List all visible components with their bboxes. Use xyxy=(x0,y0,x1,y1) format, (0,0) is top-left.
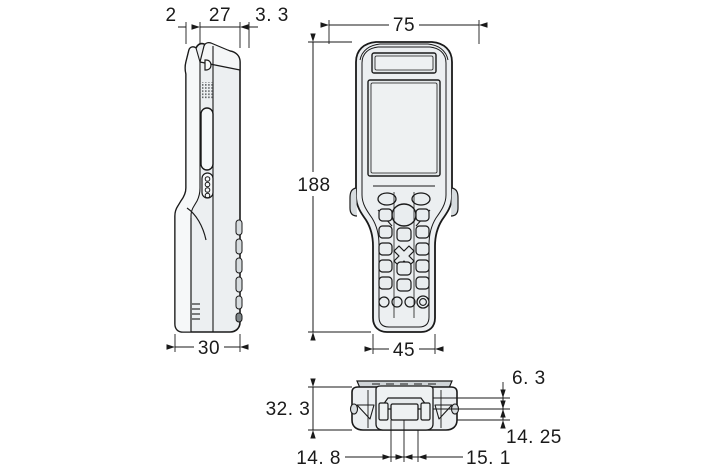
key xyxy=(378,225,393,239)
power-key xyxy=(416,295,430,309)
keypad-column-left xyxy=(378,208,393,290)
side-view-top-dimensions: 2 27 3. 3 xyxy=(165,5,288,48)
front-inner-contour xyxy=(361,46,447,328)
bottom-facet-right xyxy=(434,404,453,420)
key-round xyxy=(391,296,403,308)
front-top-cap xyxy=(359,43,449,61)
keypad-column-right xyxy=(415,208,430,290)
side-button-dot xyxy=(204,187,211,193)
bottom-lug-left xyxy=(349,403,359,415)
side-view-body xyxy=(174,42,243,333)
dim-label-side-top-left: 2 xyxy=(165,5,176,26)
dim-label-side-top-right: 3. 3 xyxy=(255,5,289,26)
front-side-grips xyxy=(349,187,459,217)
center-scan-key xyxy=(391,203,417,227)
lcd-display-active-area xyxy=(370,82,438,174)
key xyxy=(415,225,430,239)
key xyxy=(415,259,430,273)
battery-ridges xyxy=(192,303,200,320)
front-bottom-dimension: 45 xyxy=(364,334,444,361)
dim-label-backing xyxy=(389,13,419,35)
key xyxy=(378,208,393,222)
side-front-bezel xyxy=(174,46,201,333)
key xyxy=(378,242,393,256)
key-round xyxy=(404,296,416,308)
bottom-width-dimensions: 14. 8 15. 1 xyxy=(296,420,511,469)
dim-label-bottom-left-width: 14. 8 xyxy=(296,448,341,469)
side-grip-crease xyxy=(186,207,207,241)
dim-label-bottom-right-lower: 14. 25 xyxy=(506,427,562,448)
side-view: 2 27 3. 3 30 xyxy=(165,5,288,359)
side-indicator-lamp xyxy=(204,59,212,71)
dim-label-side-top-mid: 27 xyxy=(209,5,231,26)
dim-label-backing xyxy=(296,172,332,196)
bottom-facet-left xyxy=(356,404,375,420)
side-button-dot xyxy=(204,192,211,199)
grip-nub-left xyxy=(349,187,358,217)
side-grip-ridges xyxy=(235,219,243,323)
softkey-left xyxy=(377,192,397,206)
dim-label-bottom-height: 32. 3 xyxy=(266,399,311,420)
bottom-height-dimension: 32. 3 xyxy=(266,378,352,439)
key-center-bottom xyxy=(396,278,412,292)
grip-nub-right xyxy=(450,187,459,217)
side-scan-slot xyxy=(200,107,214,171)
front-view: 75 188 45 xyxy=(296,13,488,361)
dim-label-front-bottom-width: 45 xyxy=(393,340,415,361)
bottom-view: 32. 3 6. 3 14. 25 14. 8 15. 1 xyxy=(266,368,562,469)
dim-label-bottom-right-upper: 6. 3 xyxy=(512,368,546,389)
key xyxy=(415,276,430,290)
front-top-dimension: 75 xyxy=(320,13,488,44)
keypad-bottom-row xyxy=(378,295,430,309)
side-view-bottom-dimension: 30 xyxy=(166,334,249,359)
dim-label-front-width: 75 xyxy=(393,15,415,36)
dim-label-bottom-right-width: 15. 1 xyxy=(466,448,511,469)
front-height-dimension: 188 xyxy=(296,33,371,341)
dim-label-backing xyxy=(389,338,419,360)
softkey-right xyxy=(411,192,431,206)
key xyxy=(415,208,430,222)
key-center-lower xyxy=(396,261,412,276)
key xyxy=(378,276,393,290)
scanner-window-inner xyxy=(374,55,434,71)
key xyxy=(415,242,430,256)
side-button-dot xyxy=(204,176,211,182)
power-key-inner xyxy=(419,298,427,306)
side-button-dot xyxy=(204,181,211,188)
contact-pad-right xyxy=(420,402,431,421)
dim-label-backing xyxy=(194,336,224,358)
contact-pad-left xyxy=(378,402,389,421)
dim-label-side-width: 30 xyxy=(198,338,220,359)
bottom-right-dimensions: 6. 3 14. 25 xyxy=(433,368,562,448)
key xyxy=(378,259,393,273)
central-latch-slot xyxy=(390,403,419,421)
key-round xyxy=(378,296,390,308)
speaker-grille-icon xyxy=(200,82,213,99)
dim-label-front-height: 188 xyxy=(297,175,330,196)
key-center-upper xyxy=(396,227,412,242)
